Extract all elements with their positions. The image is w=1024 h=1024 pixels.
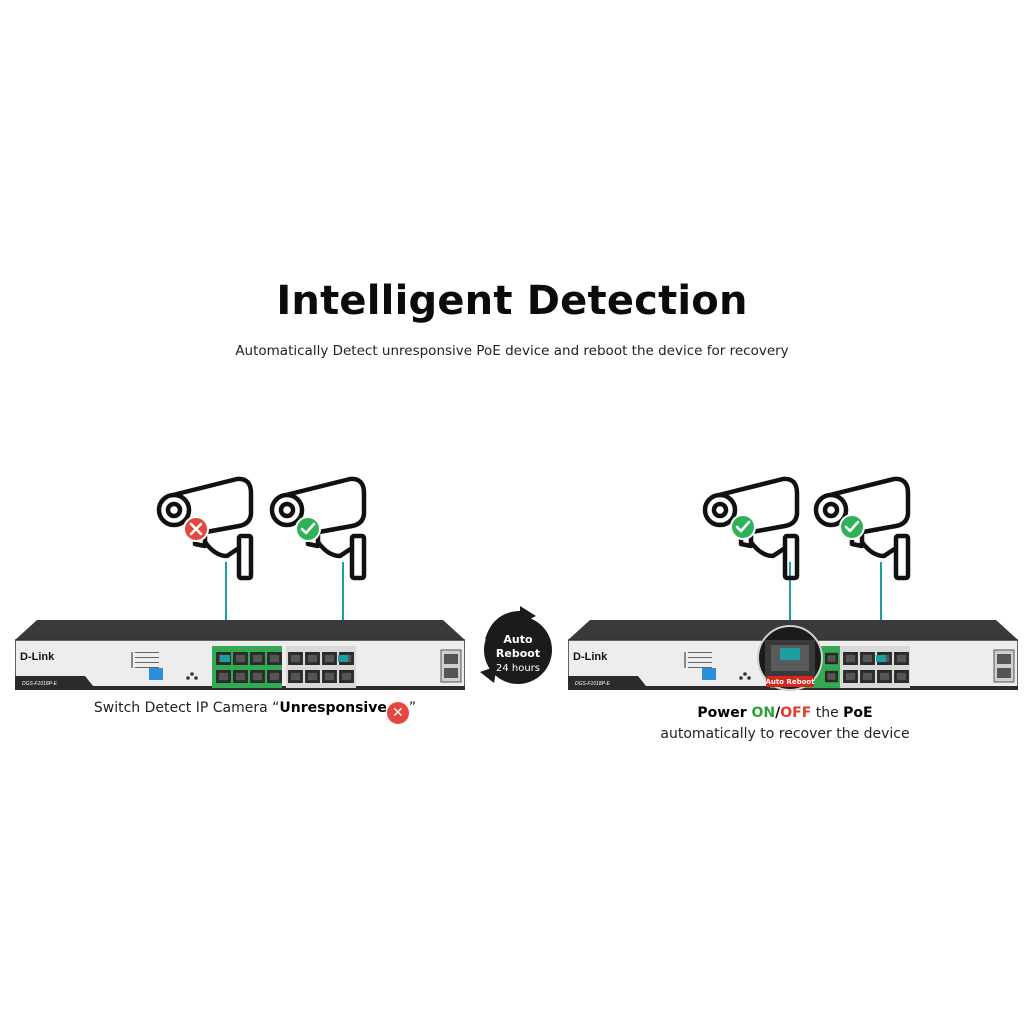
switch-brand-label: D-Link xyxy=(20,651,55,663)
check-icon xyxy=(730,514,756,540)
left-caption-prefix: Switch Detect IP Camera “ xyxy=(93,700,280,716)
badge-line-2: Reboot xyxy=(496,647,540,660)
switch-model-label: DGS-F1018P-E xyxy=(575,681,611,687)
right-caption-on: ON xyxy=(751,705,776,721)
page-title: Intelligent Detection xyxy=(276,278,748,324)
right-caption-line-1: Power ON/OFF the PoE xyxy=(600,703,970,724)
auto-reboot-badge: Auto Reboot 24 hours xyxy=(480,606,552,684)
error-x-icon xyxy=(183,516,209,542)
check-icon xyxy=(839,514,865,540)
right-caption-line-2: automatically to recover the device xyxy=(660,726,910,742)
switch-model-label: DGS-F1018P-E xyxy=(22,681,58,687)
right-caption-power: Power xyxy=(697,705,752,721)
left-caption-emphasis: Unresponsive xyxy=(279,700,387,716)
left-caption-suffix: ” xyxy=(408,700,417,716)
right-caption-poe: PoE xyxy=(843,705,873,721)
magnified-port: Auto Reboot xyxy=(757,625,823,691)
badge-line-3: 24 hours xyxy=(496,663,540,674)
switch-brand-label: D-Link xyxy=(573,651,608,663)
right-caption: Power ON/OFF the PoE automatically to re… xyxy=(600,703,970,745)
right-caption-off: OFF xyxy=(780,705,812,721)
page-subtitle: Automatically Detect unresponsive PoE de… xyxy=(235,343,789,359)
error-x-icon: ✕ xyxy=(386,702,409,724)
auto-reboot-label: Auto Reboot xyxy=(765,678,815,686)
left-caption: Switch Detect IP Camera “Unresponsive✕” xyxy=(60,700,450,724)
check-icon xyxy=(295,516,321,542)
badge-line-1: Auto xyxy=(503,633,533,646)
right-caption-slash: / xyxy=(775,705,781,721)
switch-left: D-Link DGS-F1018P-E xyxy=(15,620,465,690)
right-caption-the: the xyxy=(811,705,844,721)
